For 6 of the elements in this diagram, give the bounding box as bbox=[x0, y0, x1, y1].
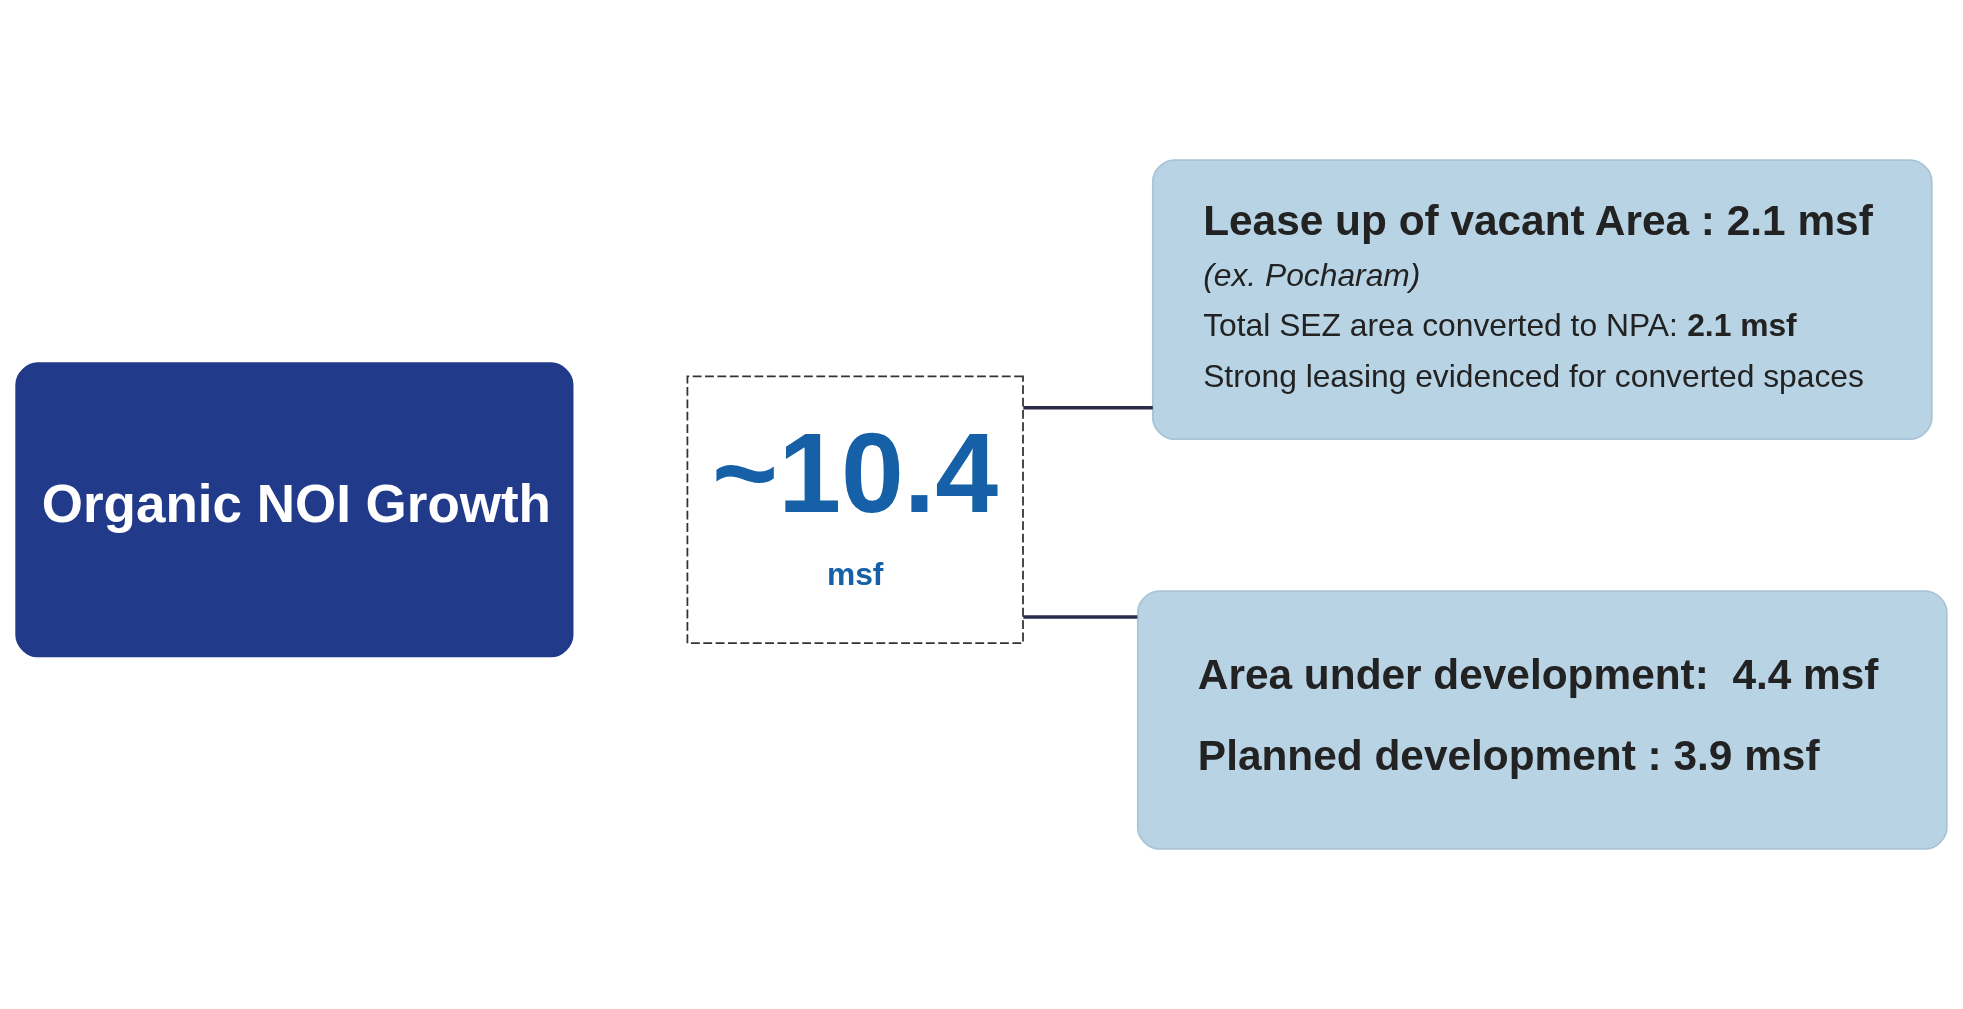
node-box: ~10.4 msf bbox=[686, 375, 1024, 645]
node-box: Area under development: 4.4 msf Planned development : 3.9 msf bbox=[1136, 590, 1948, 850]
connector bbox=[1023, 615, 1138, 619]
connector bbox=[1023, 406, 1153, 410]
node-box: Lease up of vacant Area : 2.1 msf (ex. Pocharam) Total SEZ area converted to NPA: 2.1 msf Strong leasing evidenced for converted spaces bbox=[1151, 159, 1933, 441]
node-box: Organic NOI Growth bbox=[15, 362, 574, 658]
